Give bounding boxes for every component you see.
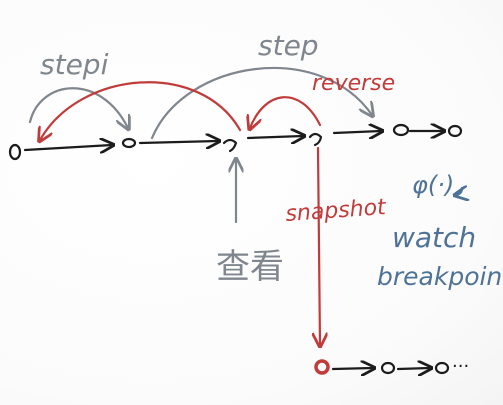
snapshot-node xyxy=(314,359,330,375)
snapshot-label: snapshot xyxy=(285,195,388,227)
step-label: step xyxy=(258,29,319,62)
watch-down-arrow xyxy=(456,188,462,195)
state-node-4 xyxy=(392,123,410,137)
state-node-2 xyxy=(222,138,238,153)
state-node-5 xyxy=(447,124,463,138)
watch-label: watch xyxy=(392,221,476,254)
stepi-label: stepi xyxy=(40,48,109,81)
reverse-label: reverse xyxy=(312,71,395,96)
inspect-label: 查看 xyxy=(216,247,284,287)
state-node-3 xyxy=(308,132,323,147)
ellipsis-label: ··· xyxy=(452,356,469,377)
snapshot-node-2 xyxy=(380,361,396,375)
transition-arrow-0-1 xyxy=(23,145,112,150)
reverse-arc-long xyxy=(40,81,242,140)
step-arc xyxy=(150,66,372,140)
state-node-1 xyxy=(121,137,137,149)
reverse-arc-short xyxy=(250,96,322,128)
transition-arrow-3-4 xyxy=(332,131,381,133)
breakpoint-label: breakpoint xyxy=(377,262,503,291)
watch-symbol-label: φ(·) xyxy=(412,171,454,199)
transition-arrow-1-2 xyxy=(138,141,218,143)
snapshot-node-3 xyxy=(434,361,450,375)
stepi-arc xyxy=(28,87,128,128)
snapshot-arrow-2 xyxy=(396,368,430,369)
transition-arrow-2-3 xyxy=(246,136,303,138)
snapshot-arrow xyxy=(318,146,320,345)
snapshot-arrow-1 xyxy=(331,368,373,369)
state-node-0 xyxy=(8,143,22,161)
